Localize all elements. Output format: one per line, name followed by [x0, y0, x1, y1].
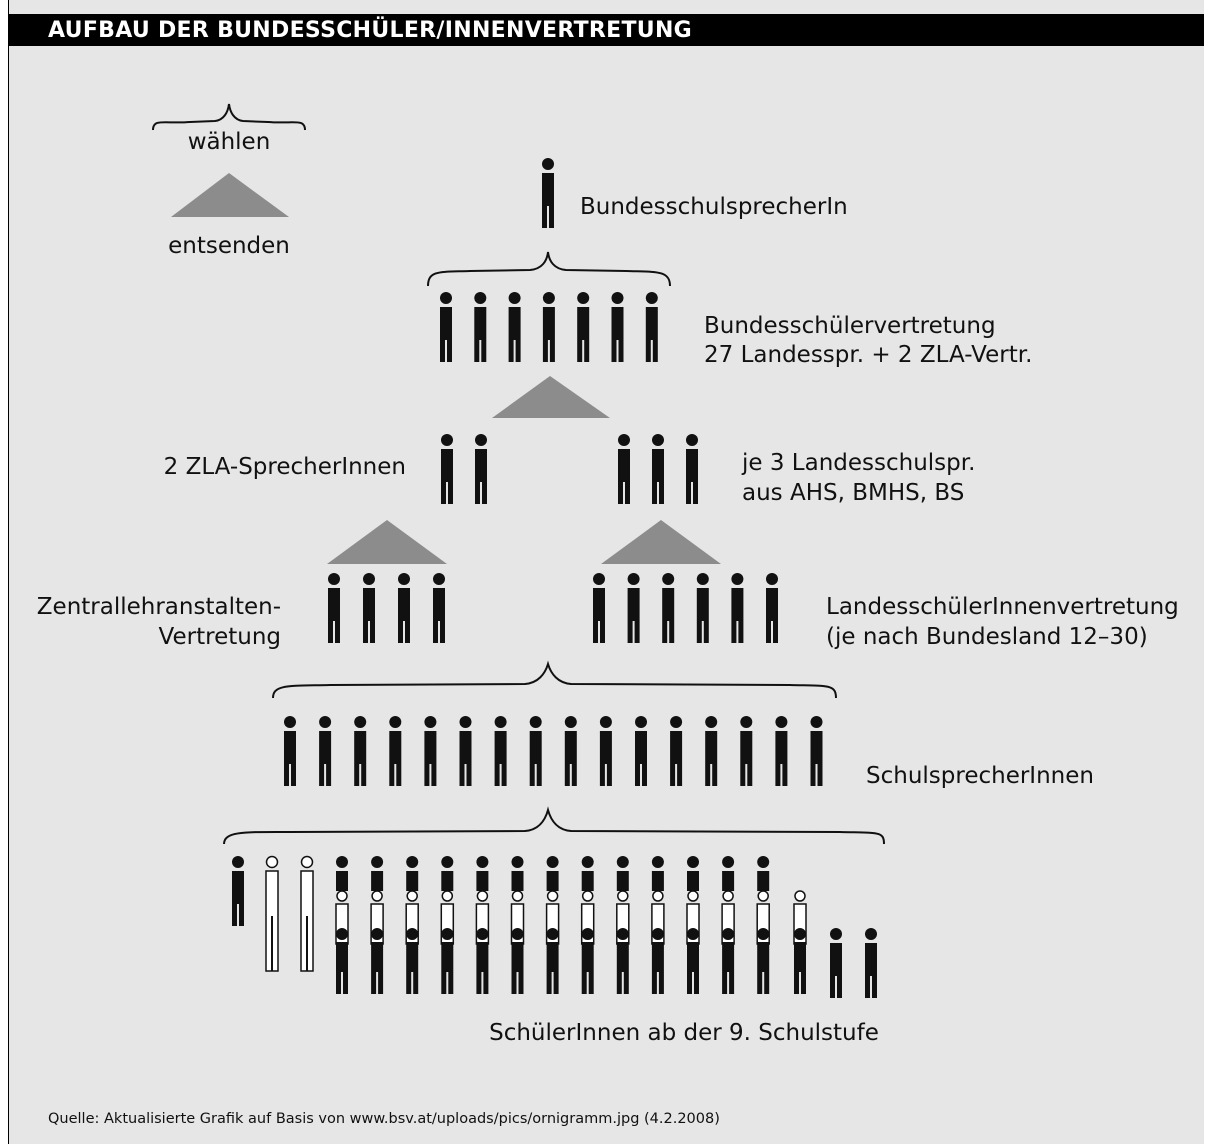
state-council-person — [766, 573, 778, 643]
school-speaker-person — [599, 716, 612, 786]
send-triangle-state — [601, 520, 721, 564]
federal-council-label-line1: Bundesschülervertretung — [704, 313, 996, 339]
federal-speaker-label: BundesschulsprecherIn — [580, 194, 848, 220]
legend-send-label: entsenden — [168, 233, 290, 259]
student-person-group — [756, 856, 770, 994]
federal-council-label-line2: 27 Landesspr. + 2 ZLA-Vertr. — [704, 342, 1032, 368]
zla-council-label-line2: Vertretung — [159, 624, 281, 650]
federal-council-person — [645, 292, 658, 362]
state-council-figures — [593, 573, 778, 643]
state-council-person — [662, 573, 675, 643]
school-speaker-person — [775, 716, 788, 786]
state-council-person — [731, 573, 744, 643]
student-person-group — [545, 856, 560, 994]
school-speaker-person — [494, 716, 507, 786]
student-person — [865, 928, 877, 998]
federal-council-person — [611, 292, 624, 362]
student-person-group — [686, 856, 700, 994]
school-speakers-brace — [272, 660, 837, 699]
state-council-label-line1: LandesschülerInnenvertretung — [826, 594, 1179, 620]
source-note: Quelle: Aktualisierte Grafik auf Basis v… — [48, 1111, 720, 1127]
school-speaker-person — [740, 716, 753, 786]
state-council-person — [696, 573, 709, 643]
send-triangle-federal — [492, 376, 610, 418]
zla-council-figures — [328, 573, 445, 643]
zla-council-label-line1: Zentrallehranstalten- — [37, 594, 281, 620]
state-council-person — [627, 573, 640, 643]
title-bar: AUFBAU DER BUNDESSCHÜLER/INNENVERTRETUNG — [8, 14, 1204, 46]
zla-speaker-person — [441, 434, 453, 504]
federal-council-figures — [440, 292, 658, 362]
student-person-group — [370, 856, 384, 994]
state-speakers-label-line2: aus AHS, BMHS, BS — [742, 480, 964, 506]
school-speaker-person — [529, 716, 542, 786]
send-triangle-zla — [327, 520, 447, 564]
zla-council-person — [433, 573, 445, 643]
school-speaker-person — [389, 716, 402, 786]
school-speaker-person — [284, 716, 296, 786]
student-person-group — [721, 856, 735, 994]
students-brace — [223, 806, 885, 845]
federal-council-person — [474, 292, 487, 362]
federal-council-person — [577, 292, 590, 362]
school-speaker-person — [354, 716, 367, 786]
federal-speaker-person — [542, 158, 554, 228]
zla-speaker-person — [475, 434, 487, 504]
federal-council-person — [542, 292, 555, 362]
state-speaker-person — [652, 434, 664, 504]
student-person-group — [510, 856, 525, 994]
student-person-group — [616, 856, 630, 994]
federal-council-brace — [427, 251, 671, 287]
zla-speakers-figures — [441, 434, 487, 504]
school-speaker-person — [459, 716, 472, 786]
zla-council-person — [328, 573, 340, 643]
legend-brace — [152, 103, 306, 131]
state-speakers-label-line1: je 3 Landesschulspr. — [741, 450, 975, 476]
school-speaker-person — [705, 716, 718, 786]
school-speaker-person — [424, 716, 437, 786]
student-person-outline — [300, 855, 314, 972]
student-person-group — [335, 856, 349, 994]
school-speaker-person — [810, 716, 823, 786]
school-speaker-person — [564, 716, 577, 786]
student-person-group — [405, 856, 419, 994]
federal-council-person — [440, 292, 452, 362]
state-council-label-line2: (je nach Bundesland 12–30) — [826, 624, 1148, 650]
zla-speakers-label: 2 ZLA-SprecherInnen — [164, 454, 406, 480]
state-speakers-figures — [618, 434, 698, 504]
student-person — [232, 856, 244, 926]
figure-title: AUFBAU DER BUNDESSCHÜLER/INNENVERTRETUNG — [48, 18, 693, 43]
state-council-person — [593, 573, 605, 643]
legend-choose-label: wählen — [188, 129, 271, 155]
zla-council-person — [363, 573, 375, 643]
student-person-group — [651, 856, 665, 994]
student-person-group — [475, 856, 490, 994]
school-speaker-person — [670, 716, 683, 786]
student-person-group — [793, 890, 807, 994]
students-label: SchülerInnen ab der 9. Schulstufe — [489, 1020, 879, 1046]
school-speaker-person — [635, 716, 647, 786]
school-speakers-label: SchulsprecherInnen — [866, 763, 1094, 789]
state-speaker-person — [686, 434, 698, 504]
school-speaker-person — [319, 716, 332, 786]
federal-council-person — [508, 292, 521, 362]
federal-speaker-figure — [542, 158, 554, 228]
zla-council-person — [398, 573, 410, 643]
student-person-group — [440, 856, 455, 994]
state-speaker-person — [618, 434, 630, 504]
school-speakers-figures — [284, 716, 823, 786]
legend-triangle — [171, 173, 289, 217]
student-person-group — [580, 856, 595, 994]
student-person-outline — [265, 855, 279, 972]
student-person — [830, 928, 842, 998]
students-figures — [232, 855, 877, 998]
